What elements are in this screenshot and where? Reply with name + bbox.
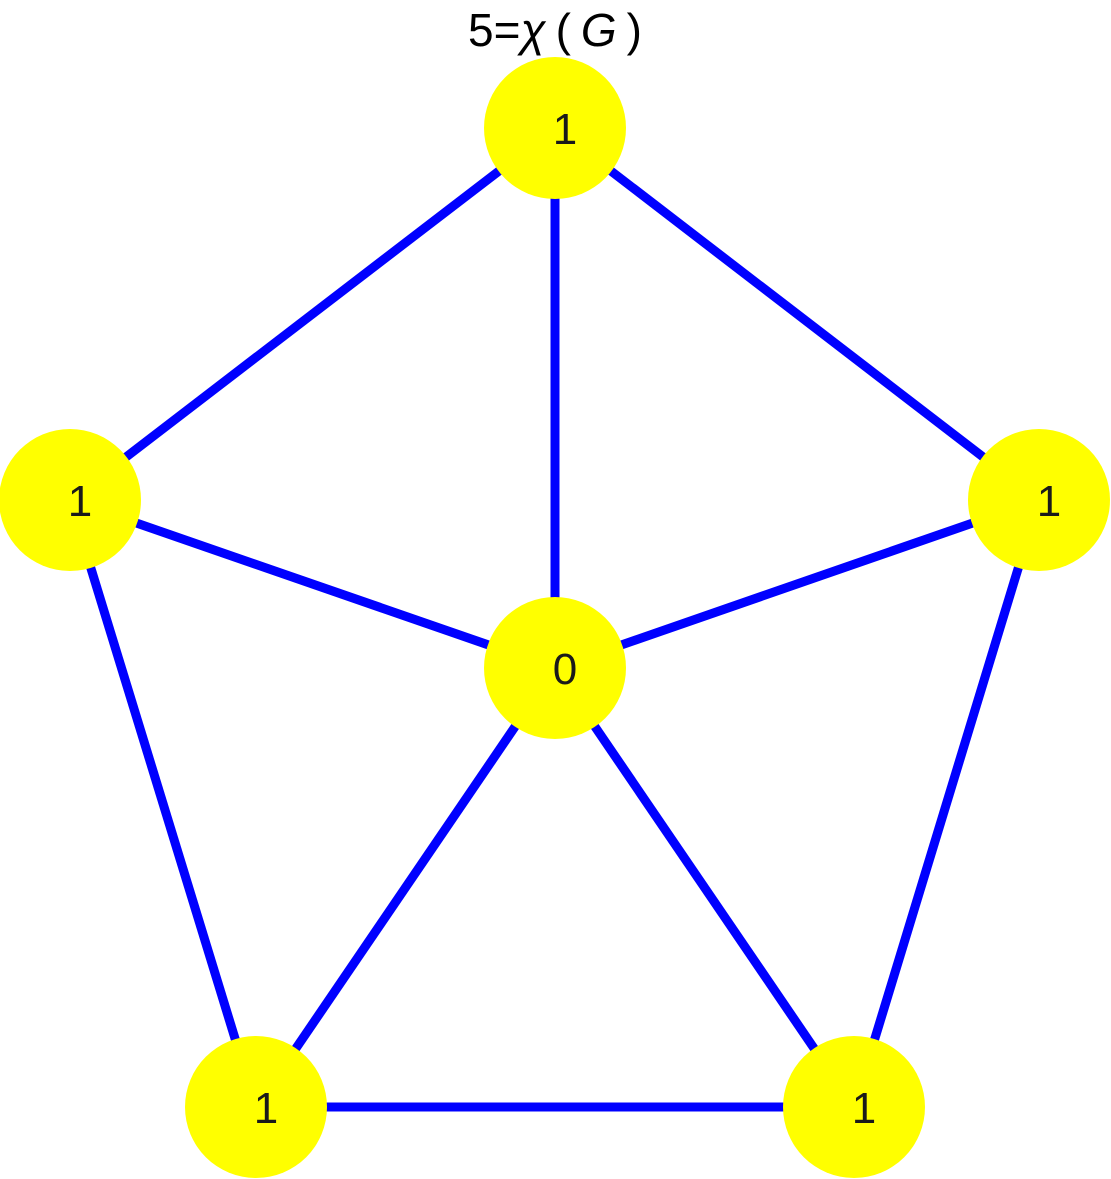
node-center: 0 [484,597,626,739]
title-graph-var: G [581,4,617,56]
node-right: 1 [968,429,1110,571]
node-circle-top [484,57,626,199]
node-label-top: 1 [553,105,577,154]
node-bottom-left: 1 [185,1036,327,1178]
node-circle-right [968,429,1110,571]
node-label-center: 0 [553,645,577,694]
node-circle-left [0,429,141,571]
node-circle-bottom-right [783,1036,925,1178]
edge-center-bottom-right [551,665,858,1110]
edge-top-left [67,124,558,504]
node-left: 1 [0,429,141,571]
edge-right-bottom-right [849,498,1044,1109]
title-open-paren: ( [556,4,572,56]
node-label-bottom-left: 1 [254,1084,278,1133]
edge-right-center [553,495,1041,673]
title-close-paren: ) [627,4,642,56]
node-label-bottom-right: 1 [852,1084,876,1133]
node-top: 1 [484,57,626,199]
edge-top-right [552,124,1042,504]
chromatic-number-title: 5=χ(G) [468,4,642,56]
title-prefix: 5= [468,4,520,56]
node-circle-center [484,597,626,739]
nodes-layer: 1 1 1 0 1 1 [0,57,1110,1178]
edge-left-bottom-left [65,498,261,1109]
node-bottom-right: 1 [783,1036,925,1178]
edges-layer [65,124,1044,1112]
node-label-right: 1 [1037,477,1061,526]
title-chi: χ [516,4,546,56]
edge-left-center [68,495,557,673]
node-label-left: 1 [68,477,92,526]
node-circle-bottom-left [185,1036,327,1178]
edge-center-bottom-left [252,665,559,1110]
